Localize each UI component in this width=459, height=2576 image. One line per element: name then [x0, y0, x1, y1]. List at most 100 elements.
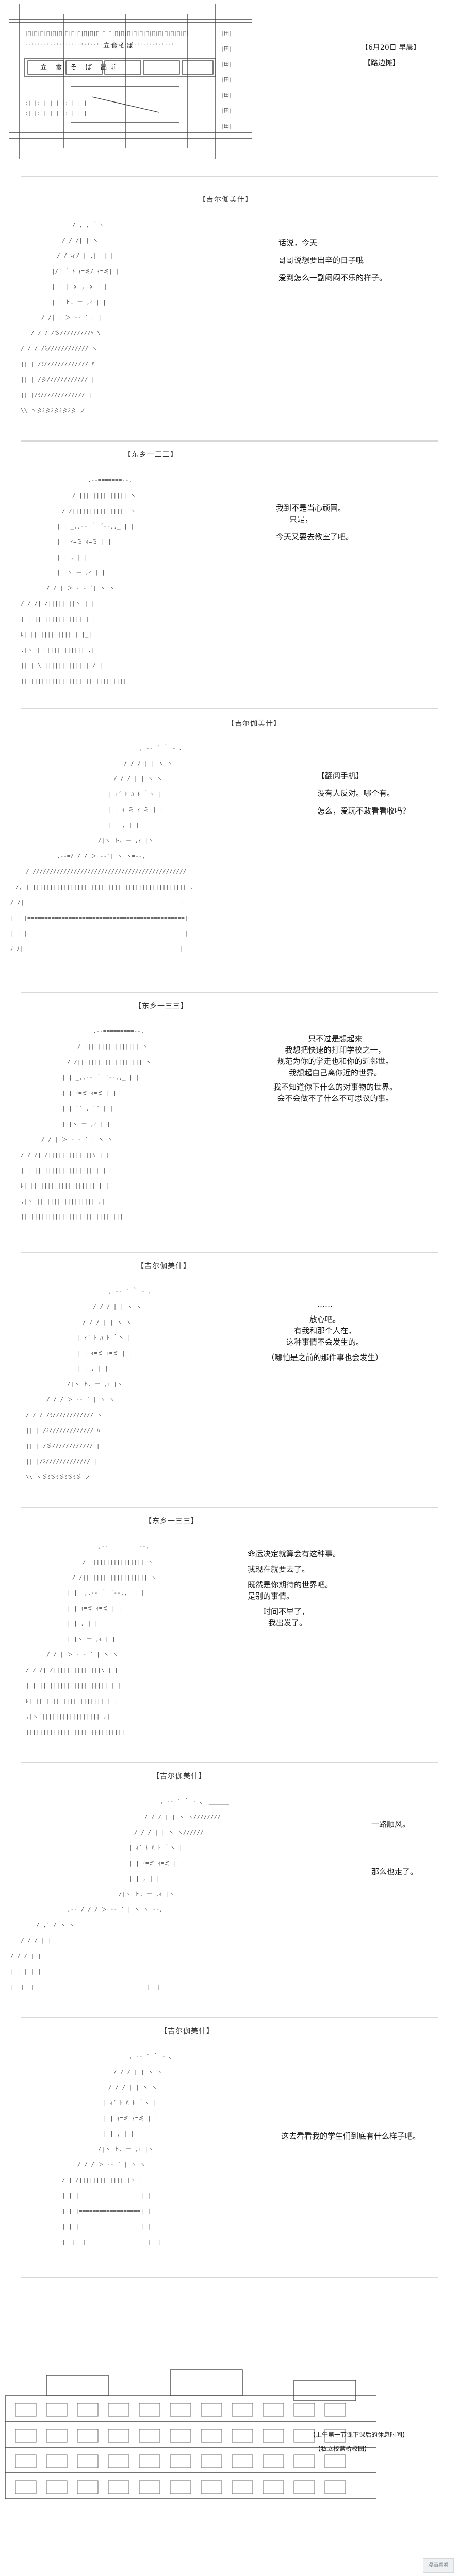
dialogue-line: （哪怕是之前的那件事也会发生） — [267, 1353, 383, 1362]
dialogue-line: 我不知道你下什么的对事物的世界。 — [273, 1082, 397, 1092]
dialogue-line: 那么也走了。 — [371, 1867, 418, 1876]
svg-text:\\ ヽ彡ﾐ彡ﾐ彡ﾐ彡ﾐ彡 ノ: \\ ヽ彡ﾐ彡ﾐ彡ﾐ彡ﾐ彡 ノ — [26, 1473, 91, 1480]
dialogue-line: 没有人反对。哪个有。 — [317, 789, 395, 798]
svg-text:..:.:..:..:.:..:..:.:..:..:.:.: ..:.:..:..:.:..:..:.:..:..:.:..:..:.:..:… — [25, 41, 174, 47]
svg-text:/ / / | | ヽ ヽ: / / / | | ヽ ヽ — [124, 760, 173, 767]
svg-text:, -‐ ´ ｀ ‐ 、: , -‐ ´ ｀ ‐ 、 — [139, 743, 185, 751]
svg-text:|ﾟ|ﾟ|ﾟ|ﾟ|ﾟ|ﾟ|ﾟ|ﾟ|ﾟ|ﾟ|ﾟ|ﾟ|ﾟ|ﾟ|ﾟ: |ﾟ|ﾟ|ﾟ|ﾟ|ﾟ|ﾟ|ﾟ|ﾟ|ﾟ|ﾟ|ﾟ|ﾟ|ﾟ|ﾟ|ﾟ|ﾟ|ﾟ|ﾟ|ﾟ|ﾟ… — [25, 31, 189, 37]
school-building-art — [5, 2365, 376, 2504]
svg-text:|田|: |田| — [221, 124, 232, 129]
svg-text:| | |==================| |: | | |==================| | — [62, 2208, 151, 2214]
svg-text:|| |/ﾐ///////////// |: || |/ﾐ///////////// | — [26, 1458, 97, 1465]
character-art: , -‐ ´ ｀ ‐ 、 / / / | | ヽ ヽ / / / | | ヽ ヽ… — [5, 734, 402, 971]
panel-5: 【东乡一三三】 ,-‐=========‐-, / ||||||||||||||… — [0, 997, 459, 1249]
svg-text:/ /|==========================: / /|====================================… — [10, 899, 185, 906]
svg-text:| | ト､ ー ,ｨ | |: | | ト､ ー ,ｨ | | — [52, 299, 106, 306]
svg-text:|| | /ﾐ///////////// ﾊ: || | /ﾐ///////////// ﾊ — [21, 361, 95, 367]
svg-text:ﾚ| || ||||||||||||||||| |_|: ﾚ| || ||||||||||||||||| |_| — [26, 1698, 118, 1704]
character-art: , -‐ ´ ｀ ‐ 、 / / / | | ヽ ヽ / / / | | ヽ ヽ… — [57, 2043, 263, 2259]
panel-divider — [21, 176, 438, 177]
dialogue-line: 只不过是想起来 — [308, 1034, 363, 1043]
svg-text:,|ヽ|| |||||||||||| ,|: ,|ヽ|| |||||||||||| ,| — [21, 647, 94, 653]
panel-divider — [21, 1762, 438, 1763]
svg-text:, -‐ ´ ｀ ‐ 、 ______: , -‐ ´ ｀ ‐ 、 ______ — [160, 1797, 230, 1805]
svg-text:/ |||||||||||||||| ヽ: / |||||||||||||||| ヽ — [77, 1043, 148, 1050]
svg-text:| ｨ´ ﾄ ﾊ ﾄ ｀ヽ |: | ｨ´ ﾄ ﾊ ﾄ ｀ヽ | — [108, 790, 162, 798]
shop-sign: 立 食 そ ば 出前 — [40, 64, 120, 72]
dialogue-line: 有我和那个人在， — [293, 1326, 356, 1335]
svg-text:|| | \ ||||||||||||| / |: || | \ ||||||||||||| / | — [21, 662, 103, 669]
svg-text:/ /||||||||||||||||||| ヽ: / /||||||||||||||||||| ヽ — [72, 1574, 156, 1581]
svg-text:/ | /|||||||||||||||ヽ |: / | /|||||||||||||||ヽ | — [62, 2177, 143, 2183]
svg-text:/ / ィ/_| ,|_ | |: / / ィ/_| ,|_ | | — [57, 252, 113, 259]
svg-text:| | || |||||||||||||||| | |: | | || |||||||||||||||| | | — [21, 1167, 113, 1174]
dialogue-line: 话说，今天 — [278, 238, 318, 247]
speaker-name: 【吉尔伽美什】 — [199, 196, 253, 204]
caption-time: 【上午第一节课下课后的休息时间】 — [309, 2431, 409, 2438]
character-art: ,-‐=========‐-, / |||||||||||||||| ヽ / /… — [10, 1018, 237, 1234]
dialogue-line: 我现在就要去了。 — [248, 1565, 310, 1574]
panel-8: 【吉尔伽美什】 , -‐ ´ ｀ ‐ 、 ______ / / / | | ヽ … — [0, 1767, 459, 2014]
panel-4: 【吉尔伽美什】 , -‐ ´ ｀ ‐ 、 / / / | | ヽ ヽ / / /… — [0, 714, 459, 987]
dialogue-line: 我想起自己离你近的世界。 — [288, 1068, 382, 1077]
dialogue: 命运决定就算会有这种事。 我现在就要去了。 既然是你期待的世界吧。 是别的事情。… — [248, 1548, 340, 1629]
svg-text::| |: | | | |:: :| |: | | | |: | | | — [25, 100, 87, 106]
speaker-name: 【吉尔伽美什】 — [160, 2027, 214, 2036]
dialogue-line: 我想把快速的打印学校之一， — [285, 1045, 386, 1055]
svg-text:| | , | |: | | , | | — [108, 822, 139, 828]
svg-text:/|ヽ ト､ ー ,ｨ |ヽ: /|ヽ ト､ ー ,ｨ |ヽ — [98, 837, 154, 844]
svg-text:|__|__|__________________|__|: |__|__|__________________|__| — [62, 2239, 161, 2245]
svg-text:|田|: |田| — [221, 46, 232, 52]
speaker-name: 【吉尔伽美什】 — [137, 1262, 191, 1270]
svg-text:,-‐=/ / / ＞ -‐ ´ | ヽ ヽ=‐-,: ,-‐=/ / / ＞ -‐ ´ | ヽ ヽ=‐-, — [67, 1906, 162, 1913]
character-art: ,-‐=========‐-, / |||||||||||||||| ヽ / /… — [15, 1533, 242, 1749]
svg-text:| | , | |: | | , | | — [57, 554, 88, 561]
svg-text:/ / | ＞ - ‐ ´| ヽ ヽ: / / | ＞ - ‐ ´| ヽ ヽ — [46, 585, 114, 591]
panel-stall: |ﾟ|ﾟ|ﾟ|ﾟ|ﾟ|ﾟ|ﾟ|ﾟ|ﾟ|ﾟ|ﾟ|ﾟ|ﾟ|ﾟ|ﾟ|ﾟ|ﾟ|ﾟ|ﾟ|ﾟ… — [0, 0, 459, 175]
watermark-logo: 漫画看看 — [423, 2558, 454, 2573]
svg-text:|田|: |田| — [221, 77, 232, 83]
svg-text:| | ｨ=ミ ｨ=ミ | |: | | ｨ=ミ ｨ=ミ | | — [77, 1350, 132, 1357]
panel-divider — [21, 2277, 438, 2278]
dialogue: …… 放心吧。 有我和那个人在， 这种事情不会发生的。 （哪怕是之前的那件事也会… — [258, 1298, 392, 1363]
svg-text:/ / /: / / / | | — [21, 1937, 52, 1944]
panel-school: 【上午第一节课下课后的休息时间】 【私立校蓝桥校园】 漫画看看 — [0, 2282, 459, 2576]
svg-text:, -‐ ´ ｀ ‐ 、: , -‐ ´ ｀ ‐ 、 — [108, 1287, 154, 1295]
svg-text:| | || ||||||||||| | |: | | || ||||||||||| | | — [21, 616, 96, 622]
svg-text:| |ヽ ー ,ｨ | |: | |ヽ ー ,ｨ | | — [62, 1121, 110, 1127]
dialogue-line: 会不会做不了什么不可思议的事。 — [277, 1094, 394, 1103]
dialogue: 只不过是想起来 我想把快速的打印学校之一， 规范为你的学走也和你的近邻世。 我想… — [248, 1033, 423, 1104]
dialogue-line: 命运决定就算会有这种事。 — [248, 1549, 341, 1558]
svg-text:, -‐ ´ ｀ ‐ 、: , -‐ ´ ｀ ‐ 、 — [129, 2052, 174, 2060]
svg-text:| | || ||||||||||||||||| | |: | | || ||||||||||||||||| | | — [26, 1682, 121, 1689]
panel-3: 【东乡一三三】 ,-‐=======‐-, / |||||||||||||| ヽ… — [0, 446, 459, 703]
svg-text:|/| ´ ﾄ ｨ=ミ/ ｨ=ミ| |: |/| ´ ﾄ ｨ=ミ/ ｨ=ミ| | — [52, 268, 119, 275]
svg-text:| | _,,-‐ ｀ ´‐-,,_ | |: | | _,,-‐ ｀ ´‐-,,_ | | — [67, 1588, 144, 1596]
svg-text:| | ｨ=ミ ｨ=ミ | |: | | ｨ=ミ ｨ=ミ | | — [62, 1090, 117, 1096]
dialogue-line: 今天又要去教室了吧。 — [276, 532, 354, 541]
speaker-name: 【东乡一三三】 — [144, 1517, 199, 1526]
svg-text:,|ヽ|||||||||||||||||| ,|: ,|ヽ|||||||||||||||||| ,| — [21, 1198, 105, 1205]
speaker-name: 【东乡一三三】 — [134, 1002, 188, 1010]
svg-text:/ / /: / / / | | — [10, 1953, 41, 1959]
svg-text:| | ｨ=ミ ｨ=ミ | |: | | ｨ=ミ ｨ=ミ | | — [57, 538, 111, 545]
svg-text:/ , , ｀ヽ: / , , ｀ヽ — [72, 221, 104, 228]
soba-stall-art: |ﾟ|ﾟ|ﾟ|ﾟ|ﾟ|ﾟ|ﾟ|ﾟ|ﾟ|ﾟ|ﾟ|ﾟ|ﾟ|ﾟ|ﾟ|ﾟ|ﾟ|ﾟ|ﾟ|ﾟ… — [9, 4, 252, 159]
svg-text:/ |||||||||||||| ヽ: / |||||||||||||| ヽ — [72, 492, 136, 499]
svg-text:| |ヽ ー ,ｨ | |: | |ヽ ー ,ｨ | | — [67, 1636, 116, 1642]
svg-text:| | | ゝ , ゝ | |: | | | ゝ , ゝ | | — [52, 283, 107, 290]
svg-text:|田|: |田| — [221, 108, 232, 114]
svg-text:/ / | ＞ - ‐ ´ | ヽ ヽ: / / | ＞ - ‐ ´ | ヽ ヽ — [46, 1651, 118, 1658]
svg-text:| | ｨ=ミ ｨ=ミ | |: | | ｨ=ミ ｨ=ミ | | — [108, 806, 163, 813]
speaker-name: 【吉尔伽美什】 — [227, 720, 281, 728]
svg-text:/ / /| /|||||||||||||\ | |: / / /| /|||||||||||||\ | | — [21, 1151, 109, 1158]
dialogue-line: 时间不早了， — [263, 1607, 310, 1616]
svg-text:| | |==================| |: | | |==================| | — [62, 2223, 151, 2230]
caption-time: 【6月20日 早晨】 — [361, 44, 421, 52]
svg-text:| | |=========================: | | |===================================… — [10, 930, 188, 937]
svg-text:| | |=========================: | | |===================================… — [10, 914, 188, 921]
svg-text:| | ｨ=ミ ｨ=ミ | |: | | ｨ=ミ ｨ=ミ | | — [103, 2115, 158, 2122]
character-art: ,-‐=======‐-, / |||||||||||||| ヽ / /||||… — [10, 466, 237, 693]
svg-text:,-‐=/ / / ＞ -‐´| ヽ ヽ=‐-,: ,-‐=/ / / ＞ -‐´| ヽ ヽ=‐-, — [57, 853, 145, 859]
svg-text:| | , | |: | | , | | — [77, 1365, 108, 1372]
